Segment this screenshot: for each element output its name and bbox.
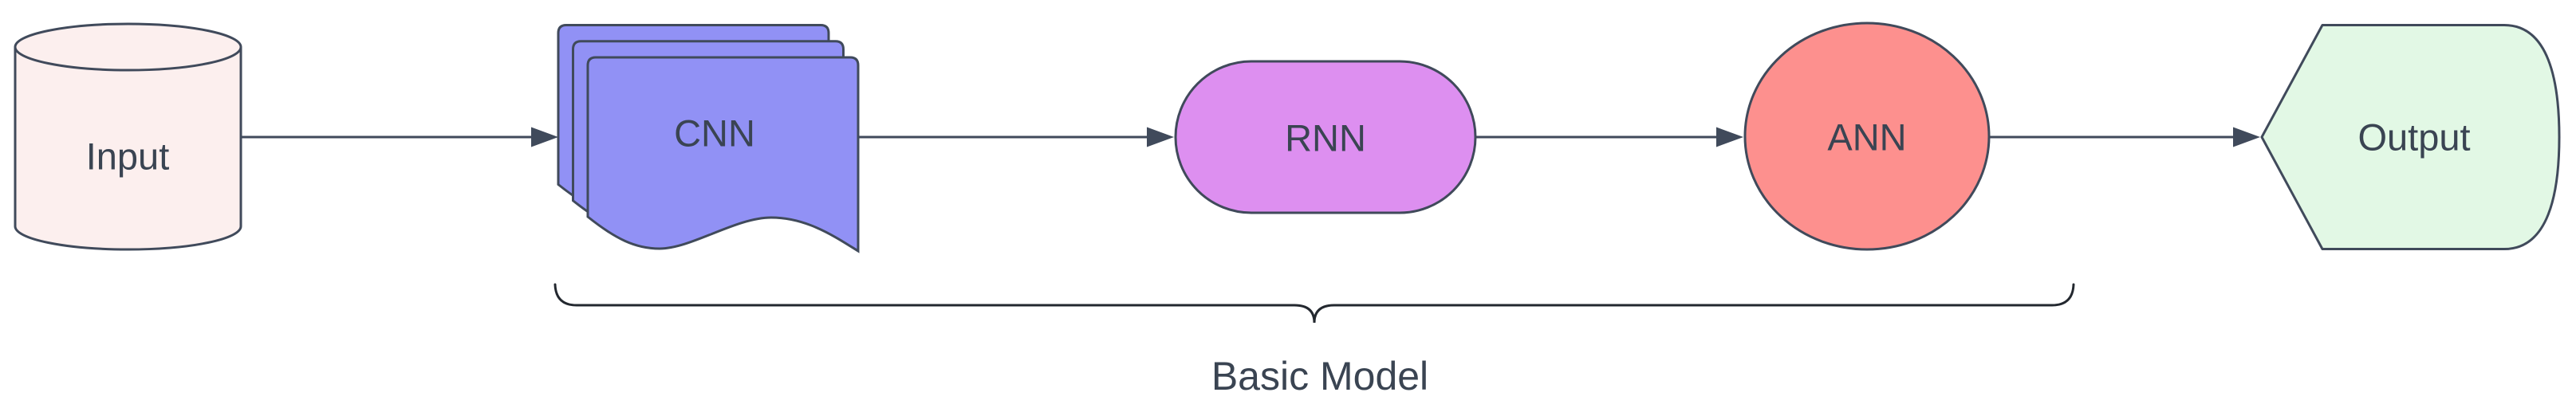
curly-brace-shape[interactable] — [553, 283, 2075, 324]
connector-rnn-ann[interactable] — [1475, 127, 1743, 147]
rnn-node[interactable]: RNN — [1174, 60, 1477, 214]
basic-model-brace[interactable]: Basic Model — [553, 283, 2075, 398]
connector-ann-output[interactable] — [1990, 127, 2260, 147]
input-node[interactable]: Input — [14, 22, 242, 251]
cnn-node[interactable]: CNN — [557, 24, 860, 253]
arrowhead-icon — [1716, 127, 1743, 147]
arrowhead-icon — [1147, 127, 1174, 147]
output-node[interactable]: Output — [2260, 24, 2561, 250]
connector-input-cnn[interactable] — [241, 127, 558, 147]
cnn-sheet-front[interactable] — [586, 56, 860, 253]
cylinder-shape[interactable] — [14, 22, 242, 251]
input-label: Input — [86, 135, 170, 178]
arrowhead-icon — [2233, 127, 2260, 147]
display-shape[interactable] — [2260, 24, 2561, 250]
circle-shape[interactable] — [1743, 22, 1991, 251]
ann-node[interactable]: ANN — [1743, 22, 1991, 251]
cnn-label: CNN — [674, 112, 755, 155]
connector-cnn-rnn[interactable] — [858, 127, 1174, 147]
cylinder-top-ellipse-arc — [14, 46, 242, 72]
ann-label: ANN — [1827, 116, 1906, 159]
rnn-label: RNN — [1285, 117, 1366, 159]
basic-model-label: Basic Model — [1211, 354, 1428, 398]
output-label: Output — [2357, 116, 2470, 159]
arrowhead-icon — [531, 127, 558, 147]
